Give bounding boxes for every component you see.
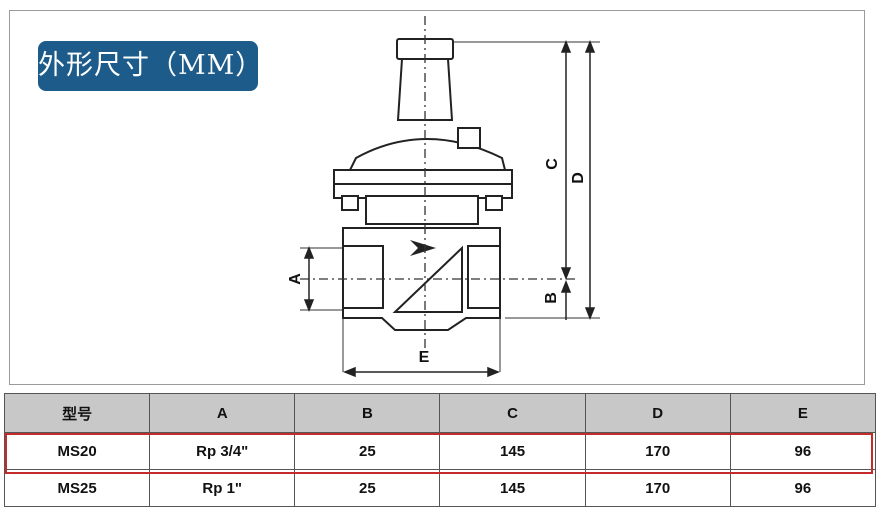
cell-c: 145 <box>439 432 586 470</box>
inlet-port <box>342 245 384 309</box>
column-header-e: E <box>729 393 877 433</box>
flange-bolt-left <box>341 195 359 211</box>
cell-model: MS20 <box>3 432 151 470</box>
cell-e: 96 <box>729 432 877 470</box>
dim-label-e: E <box>419 349 430 366</box>
valve-bonnet <box>348 138 507 171</box>
column-header-b: B <box>294 393 441 433</box>
cell-c: 145 <box>439 469 586 507</box>
dim-label-a: A <box>287 273 304 285</box>
dim-label-c: C <box>544 158 561 170</box>
cell-a: Rp 3/4" <box>149 432 296 470</box>
cell-a: Rp 1" <box>149 469 296 507</box>
flow-arrow-icon <box>410 240 436 256</box>
vent-plug <box>457 127 481 149</box>
cell-e: 96 <box>729 469 877 507</box>
table-row: MS20 Rp 3/4" 25 145 170 96 <box>3 432 877 470</box>
dim-label-b: B <box>543 292 560 304</box>
column-header-model: 型号 <box>3 393 151 433</box>
dim-label-d: D <box>570 172 587 184</box>
flange-bolt-right <box>485 195 503 211</box>
cell-model: MS25 <box>3 469 151 507</box>
page-title: 外形尺寸（MM） <box>38 41 262 91</box>
cell-d: 170 <box>584 469 731 507</box>
cell-d: 170 <box>584 432 731 470</box>
column-header-d: D <box>584 393 731 433</box>
valve-dimension-drawing: C D B A E <box>287 16 600 378</box>
valve-neck <box>365 195 479 225</box>
spring-housing <box>396 58 454 121</box>
cell-b: 25 <box>294 469 441 507</box>
valve-seat <box>392 245 463 313</box>
outlet-port <box>467 245 501 309</box>
dimension-table: 型号 A B C D E MS20 Rp 3/4" 25 145 170 96 … <box>3 393 877 507</box>
column-header-a: A <box>149 393 296 433</box>
column-header-c: C <box>439 393 586 433</box>
table-row: MS25 Rp 1" 25 145 170 96 <box>3 469 877 507</box>
cell-b: 25 <box>294 432 441 470</box>
table-header-row: 型号 A B C D E <box>3 393 877 433</box>
